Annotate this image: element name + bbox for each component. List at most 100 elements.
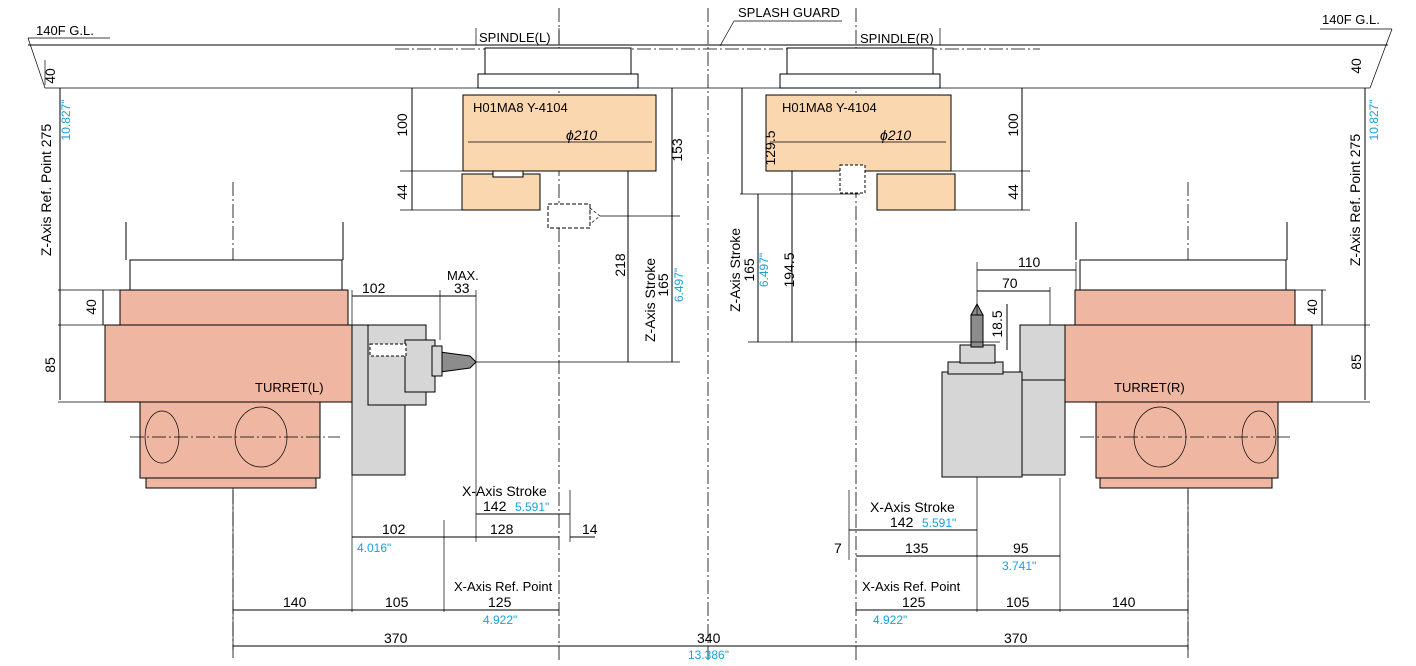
tool-right-collar bbox=[959, 344, 996, 364]
x-stroke-left-label: X-Axis Stroke bbox=[462, 483, 547, 499]
chuck-right-seat bbox=[839, 164, 866, 194]
splash-guard-label: SPLASH GUARD bbox=[738, 5, 840, 20]
turret-left: TURRET(L) bbox=[104, 222, 356, 489]
x-ref-right-label: X-Axis Ref. Point bbox=[862, 579, 961, 594]
dim-165-right: 165 bbox=[741, 258, 757, 282]
x-ref-left-label: X-Axis Ref. Point bbox=[454, 579, 553, 594]
gl-leader-left-diag bbox=[27, 37, 46, 89]
z-ref-right-label: Z-Axis Ref. Point 275 bbox=[1347, 134, 1363, 266]
chuck-right bbox=[765, 94, 952, 172]
turret-right-lower bbox=[1095, 401, 1279, 479]
dim-85-left: 85 bbox=[42, 357, 58, 373]
dim-370-right: 370 bbox=[1004, 630, 1028, 646]
z-ref-left-label: Z-Axis Ref. Point 275 bbox=[38, 124, 54, 256]
inch-165-left: 6.497" bbox=[672, 268, 686, 302]
tool-holder-right-cap bbox=[947, 361, 1004, 375]
tool-holder-right-main bbox=[941, 371, 1023, 478]
tool-holder-left-neck bbox=[404, 339, 436, 393]
tool-holder-right bbox=[941, 302, 1066, 478]
dim-14: 14 bbox=[582, 521, 598, 537]
turret-right-body bbox=[1061, 324, 1313, 403]
dim-18-5: 18.5 bbox=[989, 310, 1005, 337]
tool-holder-right-mid bbox=[1014, 379, 1066, 476]
dim-95: 95 bbox=[1013, 540, 1029, 556]
dim-340: 340 bbox=[697, 630, 721, 646]
turret-left-base bbox=[145, 477, 317, 489]
dim-153: 153 bbox=[669, 138, 685, 162]
inch-125-left: 4.922" bbox=[483, 613, 517, 627]
spindle-left-label: SPINDLE(L) bbox=[479, 30, 551, 45]
ground-line-label-right: 140F G.L. bbox=[1322, 12, 1380, 27]
turret-right-upper bbox=[1074, 289, 1296, 326]
tool-holder-left bbox=[351, 324, 477, 476]
ground-line-label-left: 140F G.L. bbox=[36, 23, 94, 38]
turret-left-label: TURRET(L) bbox=[255, 380, 324, 395]
turret-left-cap bbox=[129, 259, 343, 291]
inch-165-right: 6.497" bbox=[757, 253, 771, 287]
dim-44-right: 44 bbox=[1005, 184, 1021, 200]
z-stroke-right-label: Z-Axis Stroke bbox=[727, 228, 743, 312]
chuck-right-jaw bbox=[876, 173, 956, 211]
turret-left-upper bbox=[119, 289, 349, 326]
tool-left-tip bbox=[439, 351, 477, 373]
z-stroke-left-label: Z-Axis Stroke bbox=[642, 258, 658, 342]
dim-165-left: 165 bbox=[655, 273, 671, 297]
inch-142-right: 5.591" bbox=[922, 516, 956, 530]
inch-95: 3.741" bbox=[1002, 559, 1036, 573]
turret-right-label: TURRET(R) bbox=[1114, 380, 1185, 395]
inch-340: 13.386" bbox=[688, 648, 729, 662]
dim-70: 70 bbox=[1002, 275, 1018, 291]
dim-370-left: 370 bbox=[384, 630, 408, 646]
dim-105-left: 105 bbox=[385, 594, 409, 610]
tool-left-collar bbox=[431, 345, 443, 377]
turret-left-lower bbox=[139, 401, 321, 479]
splash-guard-leader-diag bbox=[719, 20, 735, 47]
turret-right: TURRET(R) bbox=[1061, 222, 1313, 489]
dim-140-left: 140 bbox=[283, 594, 307, 610]
spindle-right-nose bbox=[786, 47, 934, 75]
dim-102-upper: 102 bbox=[362, 280, 386, 296]
dim-102-lower: 102 bbox=[382, 521, 406, 537]
dim-40-left-turret: 40 bbox=[83, 299, 99, 315]
inch-142-left: 5.591" bbox=[515, 500, 549, 514]
spindle-left-nose bbox=[484, 47, 632, 75]
gl-leader-right-diag bbox=[1369, 28, 1393, 89]
chuck-left-jaw bbox=[461, 173, 541, 211]
dim-40-right-turret: 40 bbox=[1304, 299, 1320, 315]
left-drill-body bbox=[547, 203, 591, 229]
left-drill-tool bbox=[547, 203, 601, 229]
inch-125-right: 4.922" bbox=[873, 613, 907, 627]
dim-100-left: 100 bbox=[394, 113, 410, 137]
dim-135: 135 bbox=[905, 540, 929, 556]
chuck-right-label: H01MA8 Y-4104 bbox=[782, 100, 877, 115]
dim-125-right: 125 bbox=[902, 594, 926, 610]
dim-128: 128 bbox=[490, 521, 514, 537]
dim-125-left: 125 bbox=[488, 594, 512, 610]
turret-right-base bbox=[1099, 477, 1273, 489]
spindle-right-flange bbox=[779, 73, 941, 89]
x-stroke-right-label: X-Axis Stroke bbox=[870, 499, 955, 515]
z-ref-left-inch: 10.827" bbox=[59, 100, 73, 141]
dim-194-5: 194.5 bbox=[781, 252, 797, 287]
turret-right-cap bbox=[1079, 259, 1287, 291]
spindle-right: H01MA8 Y-4104 ϕ210 bbox=[765, 47, 956, 211]
left-drill-tip bbox=[589, 207, 601, 225]
dim-218: 218 bbox=[612, 253, 628, 277]
z-ref-right-inch: 10.827" bbox=[1367, 100, 1381, 141]
dim-110: 110 bbox=[1018, 254, 1041, 270]
spindle-left: H01MA8 Y-4104 ϕ210 bbox=[461, 47, 657, 211]
max-label: MAX. bbox=[447, 268, 479, 283]
chuck-left-diameter: ϕ210 bbox=[566, 127, 597, 143]
dim-142-right: 142 bbox=[890, 514, 914, 530]
dim-44-left: 44 bbox=[394, 184, 410, 200]
dim-40-left-top: 40 bbox=[42, 68, 58, 84]
tool-left-shank bbox=[369, 343, 407, 357]
dim-105-right: 105 bbox=[1006, 594, 1030, 610]
dim-40-right-top: 40 bbox=[1348, 58, 1364, 74]
chuck-right-diameter: ϕ210 bbox=[880, 127, 911, 143]
chuck-left bbox=[462, 94, 657, 172]
spindle-right-label: SPINDLE(R) bbox=[860, 31, 934, 46]
dim-33: 33 bbox=[454, 280, 470, 296]
dim-85-right: 85 bbox=[1348, 354, 1364, 370]
